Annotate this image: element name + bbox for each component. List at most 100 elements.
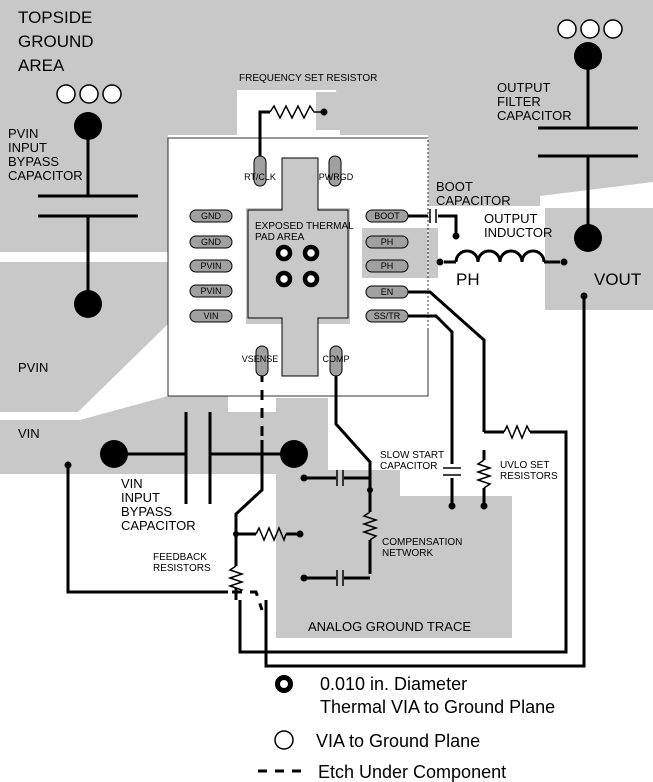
vsense-trace [234, 440, 264, 534]
output-cap-pad-bottom [574, 224, 602, 252]
pin-label-rt-clk: RT/CLK [244, 172, 276, 182]
pin-label-comp: COMP [323, 354, 350, 364]
via-dot [560, 258, 568, 266]
pin-label-vsense: VSENSE [242, 354, 279, 364]
legend-thermal-via-icon [275, 675, 293, 693]
compensation-resistor-icon [361, 511, 379, 541]
frequency-set-resistor-icon [269, 104, 324, 120]
pin-label-pwrgd: PWRGD [319, 172, 354, 182]
uvlo-trace [238, 430, 568, 654]
vin-cap-label-line1: VIN [121, 476, 143, 491]
pvin-copper [0, 262, 168, 412]
pin-label-pvin-1: PVIN [200, 261, 221, 271]
pin-pwrgd [328, 155, 342, 187]
ph-label: PH [456, 270, 480, 289]
vin-trace [66, 466, 228, 594]
via-dot [300, 474, 308, 482]
topside-ground-area-label-line2: GROUND [18, 32, 94, 51]
via-dot [300, 574, 308, 582]
en-trace [408, 290, 486, 432]
thermal-via-icon [275, 244, 293, 262]
topside-ground-area [0, 0, 653, 252]
slow-start-cap-label-line2: CAPACITOR [380, 461, 437, 472]
feedback-resistor-icon [255, 526, 287, 543]
analog-ground-copper [276, 398, 512, 638]
output-filter-cap-label-line1: OUTPUT [497, 80, 551, 95]
pin-label-ss-tr: SS/TR [374, 311, 401, 321]
pin-ph-1 [365, 235, 409, 249]
ground-via-icon [56, 84, 76, 104]
uvlo-label-line1: UVLO SET [500, 460, 549, 471]
topside-ground-area-label-line3: AREA [18, 56, 65, 75]
legend-etch-label: Etch Under Component [318, 762, 506, 782]
freq-resistor-pad [316, 92, 340, 130]
via-dot [580, 292, 588, 300]
boot-cap-label-line1: BOOT [436, 179, 473, 194]
vin-region-label: VIN [18, 426, 40, 441]
output-inductor-label-line1: OUTPUT [484, 211, 538, 226]
pin-label-ph-1: PH [381, 237, 394, 247]
ground-via-icon [580, 19, 600, 39]
analog-ground-trace-label: ANALOG GROUND TRACE [308, 619, 471, 634]
vout-label: VOUT [594, 270, 641, 289]
via-dot [452, 232, 460, 240]
vout-copper [545, 208, 653, 310]
exposed-thermal-pad-outline [247, 157, 349, 377]
ground-via-icon [557, 19, 577, 39]
via-dot [64, 461, 72, 469]
thermal-pad-label-line1: EXPOSED THERMAL [255, 221, 354, 232]
pin-label-pvin-2: PVIN [200, 286, 221, 296]
vin-cap-pad-right [280, 440, 308, 468]
pvin-cap-pad-top [74, 112, 102, 140]
vin-cap-label-line2: INPUT [121, 490, 160, 505]
ss-tr-trace [408, 314, 454, 464]
pin-en [365, 285, 409, 299]
pin-gnd-2 [189, 235, 233, 249]
pin-label-ph-2: PH [381, 261, 394, 271]
output-filter-cap-label-line3: CAPACITOR [497, 108, 572, 123]
compensation-label-line1: COMPENSATION [382, 537, 462, 548]
legend-thermal-via-line1: 0.010 in. Diameter [320, 674, 467, 694]
pin-label-en: EN [381, 287, 394, 297]
feedback-label-line1: FEEDBACK [153, 552, 207, 563]
pin-vin [189, 309, 233, 323]
output-inductor-label-line2: INDUCTOR [484, 225, 552, 240]
pin-ss-tr [365, 309, 409, 323]
pvin-cap-label-line3: BYPASS [8, 154, 59, 169]
pin-comp [329, 345, 343, 377]
legend-thermal-via-line2: Thermal VIA to Ground Plane [320, 697, 555, 717]
uvlo-label-line2: RESISTORS [500, 471, 558, 482]
pin-pvin-1 [189, 259, 233, 273]
ground-via-icon [102, 84, 122, 104]
etch-under-component [196, 590, 264, 611]
vin-cap-label-line3: BYPASS [121, 504, 172, 519]
pin-rt-clk [253, 155, 267, 187]
pin-label-vin: VIN [203, 311, 218, 321]
feedback-resistor-icon [227, 565, 245, 595]
pin-label-gnd-2: GND [201, 237, 222, 247]
pvin-cap-label-line1: PVIN [8, 126, 38, 141]
thermal-pad-label-line2: PAD AREA [255, 232, 305, 243]
pvin-cap-label-line4: CAPACITOR [8, 168, 83, 183]
via-dot [448, 502, 456, 510]
pin-label-boot: BOOT [374, 211, 400, 221]
pin-ph-2 [365, 259, 409, 273]
thermal-via-icon [302, 270, 320, 288]
compensation-label-line2: NETWORK [382, 548, 433, 559]
pvin-cap-pad-bottom [74, 290, 102, 318]
boot-trace [438, 214, 458, 236]
vin-cap-pad-left [100, 440, 128, 468]
legend: 0.010 in. Diameter Thermal VIA to Ground… [258, 674, 555, 782]
pvin-region-label: PVIN [18, 360, 48, 375]
vin-cap-label-line4: CAPACITOR [121, 518, 196, 533]
pin-vsense [255, 345, 269, 377]
via-dot [233, 531, 239, 537]
output-cap-pad-top [574, 42, 602, 70]
pin-gnd-1 [189, 209, 233, 223]
pvin-cap-label-line2: INPUT [8, 140, 47, 155]
feedback-label-line2: RESISTORS [153, 563, 211, 574]
uvlo-resistor-icon [503, 424, 531, 440]
thermal-via-icon [302, 244, 320, 262]
via-dot [367, 487, 373, 493]
